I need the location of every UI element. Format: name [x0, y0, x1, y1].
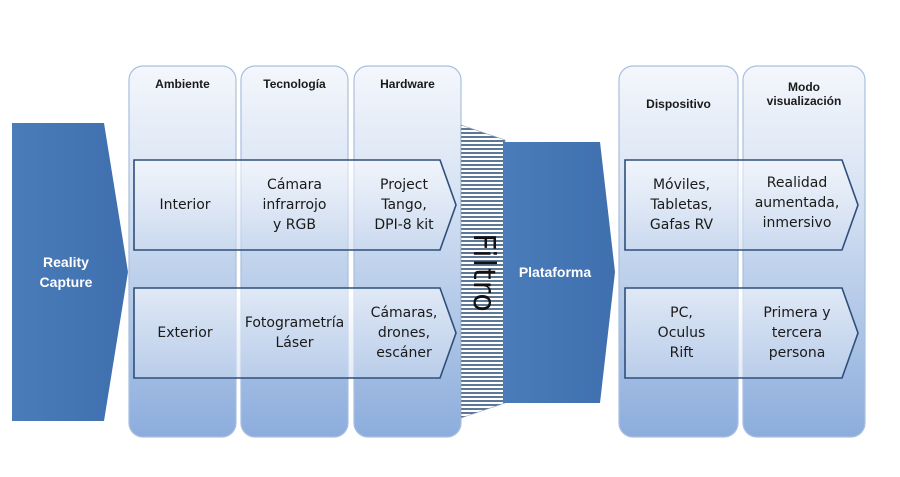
- text-line: Oculus: [657, 325, 706, 341]
- header-hardware: Hardware: [380, 77, 435, 91]
- header-line: Modo: [788, 80, 820, 94]
- text-line: Primera y: [763, 305, 831, 321]
- text-line: aumentada,: [754, 195, 840, 211]
- text-line: tercera: [771, 325, 823, 341]
- reality-capture-line2: Capture: [39, 274, 93, 290]
- column-dispositivo: [618, 65, 739, 438]
- cell-tecnologia-interior: Cámara infrarrojo y RGB: [241, 160, 348, 250]
- text-line: Tabletas,: [650, 197, 713, 213]
- cell-hardware-interior: Project Tango, DPI-8 kit: [354, 160, 454, 250]
- text-line: Realidad: [766, 175, 828, 191]
- cell-modo-1: Realidad aumentada, inmersivo: [743, 158, 851, 248]
- header-modo-visualizacion: Modo visualización: [743, 80, 865, 108]
- row-arrow-exterior: [133, 287, 457, 379]
- text-line: Fotogrametría: [244, 315, 345, 331]
- row-arrow-viz-1: [624, 159, 859, 251]
- cell-exterior: Exterior: [157, 325, 213, 341]
- row-arrow-interior: [133, 159, 457, 251]
- text-line: DPI-8 kit: [374, 217, 434, 233]
- text-line: Project: [380, 177, 428, 193]
- text-line: persona: [768, 345, 826, 361]
- reality-capture-arrow: [12, 123, 128, 421]
- cell-tecnologia-exterior: Fotogrametría Láser: [241, 288, 348, 378]
- header-line: visualización: [766, 94, 842, 108]
- text-line: Tango,: [381, 197, 427, 213]
- text-line: inmersivo: [762, 215, 832, 231]
- column-ambiente: [128, 65, 237, 438]
- reality-capture-line1: Reality: [43, 254, 89, 270]
- cell-hardware-exterior: Cámaras, drones, escáner: [354, 288, 454, 378]
- text-line: Cámaras,: [370, 305, 438, 321]
- text-line: y RGB: [273, 217, 316, 233]
- text-line: PC,: [670, 305, 693, 321]
- header-tecnologia: Tecnología: [263, 77, 326, 91]
- column-modo: [742, 65, 866, 438]
- text-line: Gafas RV: [649, 217, 714, 233]
- text-line: escáner: [376, 345, 432, 361]
- header-dispositivo: Dispositivo: [646, 97, 711, 111]
- cell-dispositivo-2: PC, Oculus Rift: [625, 288, 738, 378]
- column-tecnologia: [240, 65, 349, 438]
- reality-capture-label: Reality Capture: [20, 250, 112, 294]
- text-line: Láser: [275, 335, 314, 351]
- text-line: Cámara: [267, 177, 322, 193]
- text-line: infrarrojo: [262, 197, 327, 213]
- cell-modo-2: Primera y tercera persona: [743, 288, 851, 378]
- cell-dispositivo-1: Móviles, Tabletas, Gafas RV: [625, 160, 738, 250]
- text-line: Móviles,: [652, 177, 711, 193]
- platform-label: Plataforma: [518, 264, 592, 280]
- row-arrow-viz-2: [624, 287, 859, 379]
- platform-arrow: [503, 142, 615, 403]
- text-line: drones,: [377, 325, 431, 341]
- text-line: Rift: [669, 345, 694, 361]
- cell-interior: Interior: [159, 197, 211, 213]
- filter-label: Filtro: [466, 233, 501, 313]
- header-ambiente: Ambiente: [155, 77, 210, 91]
- column-hardware: [353, 65, 462, 438]
